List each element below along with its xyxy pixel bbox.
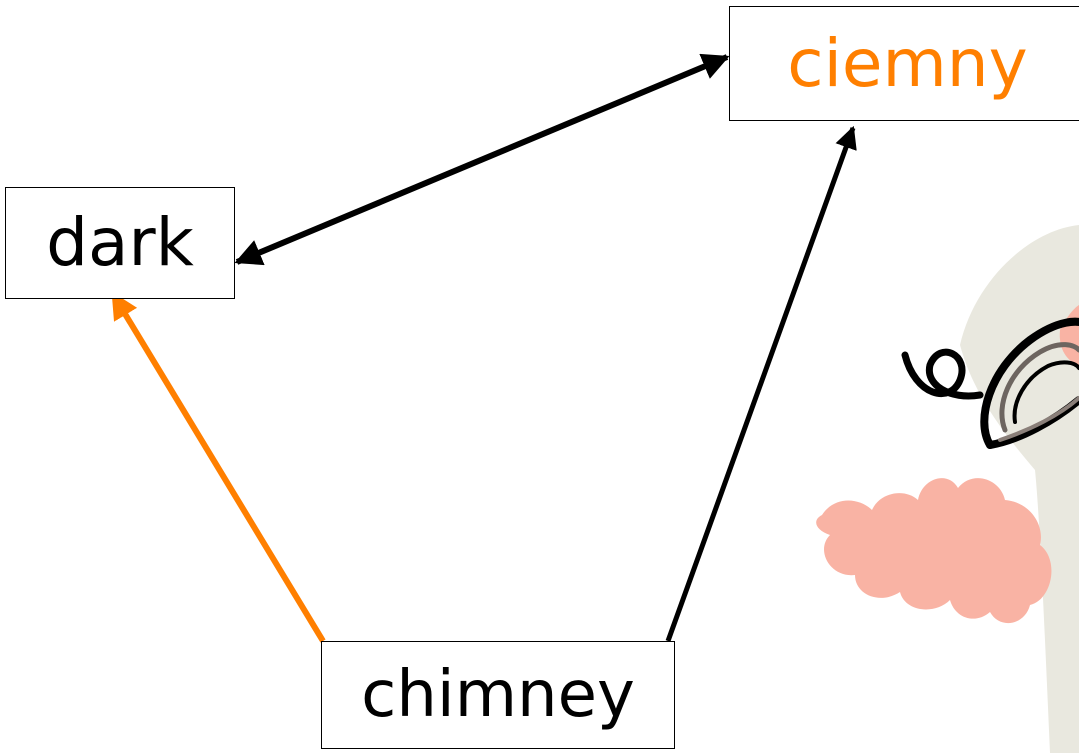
node-dark-label: dark	[46, 204, 194, 281]
edge-chimney-ciemny	[665, 125, 857, 642]
edge-chimney-dark	[110, 291, 326, 643]
node-chimney: chimney	[321, 641, 675, 749]
bird-clipart-icon	[816, 225, 1079, 753]
node-ciemny: ciemny	[729, 6, 1079, 121]
edge-dark-ciemny	[234, 53, 730, 266]
node-ciemny-label: ciemny	[787, 24, 1028, 102]
node-chimney-label: chimney	[361, 658, 635, 732]
node-dark: dark	[5, 187, 235, 299]
